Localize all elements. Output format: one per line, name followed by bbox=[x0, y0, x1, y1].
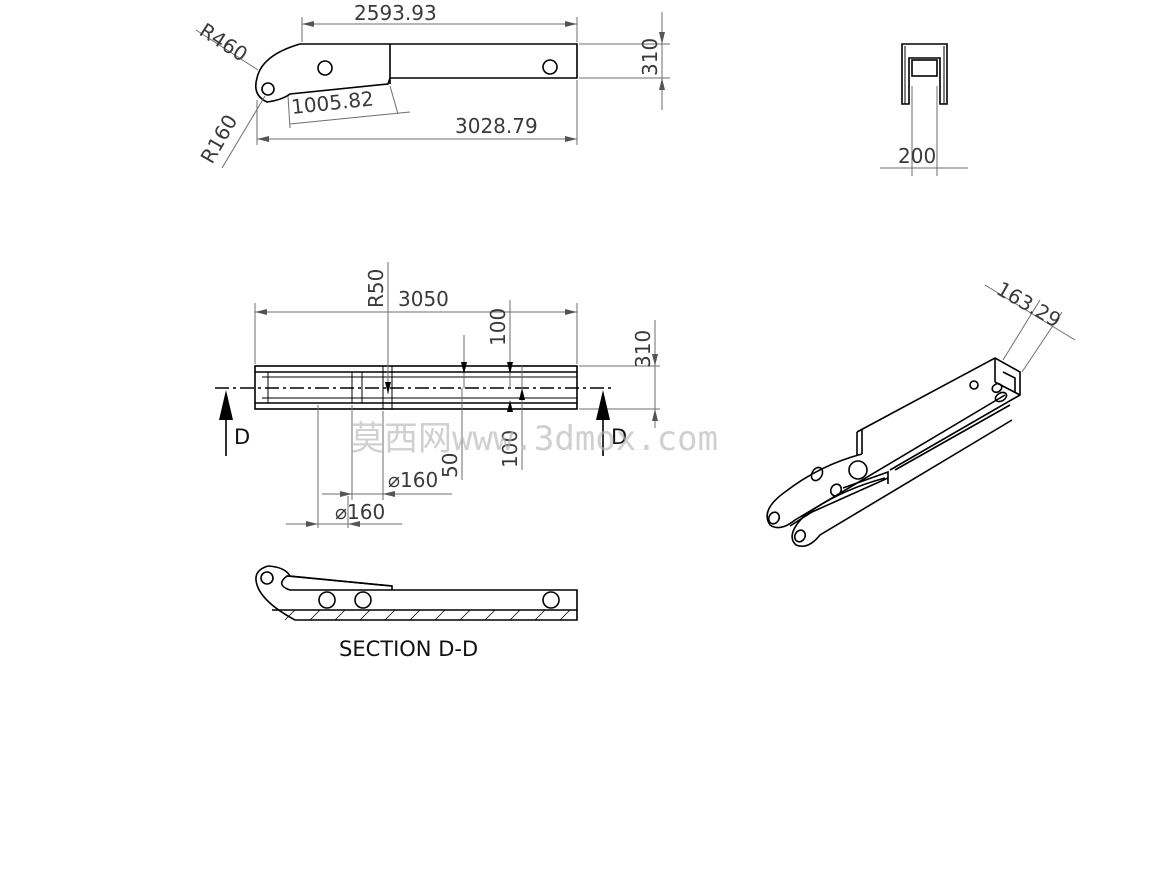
side-view-bolt bbox=[911, 59, 938, 77]
dim-top-length: 2593.93 bbox=[354, 1, 437, 25]
dim-front-310: 310 bbox=[631, 330, 655, 368]
section-title: SECTION D-D bbox=[339, 637, 478, 661]
watermark: 莫西网www.3dmox.com bbox=[350, 419, 718, 459]
section-marker-left: D bbox=[234, 425, 250, 449]
dim-top-3028: 3028.79 bbox=[455, 114, 538, 138]
dim-r160: R160 bbox=[196, 110, 243, 167]
dim-front-50: 50 bbox=[438, 453, 462, 478]
top-view-hole bbox=[317, 60, 333, 76]
section-view: SECTION D-D bbox=[255, 565, 578, 661]
isometric-view: 163.29 bbox=[766, 277, 1076, 548]
dim-front-100-bottom: 100 bbox=[498, 430, 522, 468]
section-hole bbox=[542, 591, 560, 609]
dim-front-100-top: 100 bbox=[486, 308, 510, 346]
section-pin-hole bbox=[260, 571, 274, 585]
top-view-hole bbox=[542, 59, 558, 75]
dim-side-200: 200 bbox=[898, 144, 936, 168]
dim-front-dia160-b: ⌀160 bbox=[335, 500, 385, 524]
section-view-outline bbox=[255, 565, 578, 621]
front-view: 3050 R50 100 310 100 50 ⌀160 bbox=[215, 262, 660, 528]
dim-front-r50: R50 bbox=[364, 269, 388, 308]
section-marker-right: D bbox=[611, 425, 627, 449]
side-view: 200 bbox=[880, 43, 968, 176]
dim-front-dia160-a: ⌀160 bbox=[388, 468, 438, 492]
side-view-outline bbox=[901, 43, 948, 105]
dim-1005: 1005.82 bbox=[290, 86, 375, 119]
top-view: 2593.93 R460 R160 1005.82 3028.79 310 bbox=[195, 1, 670, 169]
section-hole bbox=[318, 591, 336, 609]
dim-front-3050: 3050 bbox=[398, 287, 449, 311]
dim-top-310: 310 bbox=[638, 38, 662, 76]
dim-iso-163: 163.29 bbox=[993, 277, 1066, 333]
iso-upper-arm bbox=[856, 357, 1021, 471]
top-view-pin-hole bbox=[261, 82, 275, 96]
dim-r460: R460 bbox=[195, 18, 252, 66]
iso-lower-plate bbox=[766, 394, 1006, 529]
section-hatching bbox=[284, 609, 571, 621]
top-view-outline bbox=[254, 43, 578, 103]
section-hole bbox=[354, 591, 372, 609]
